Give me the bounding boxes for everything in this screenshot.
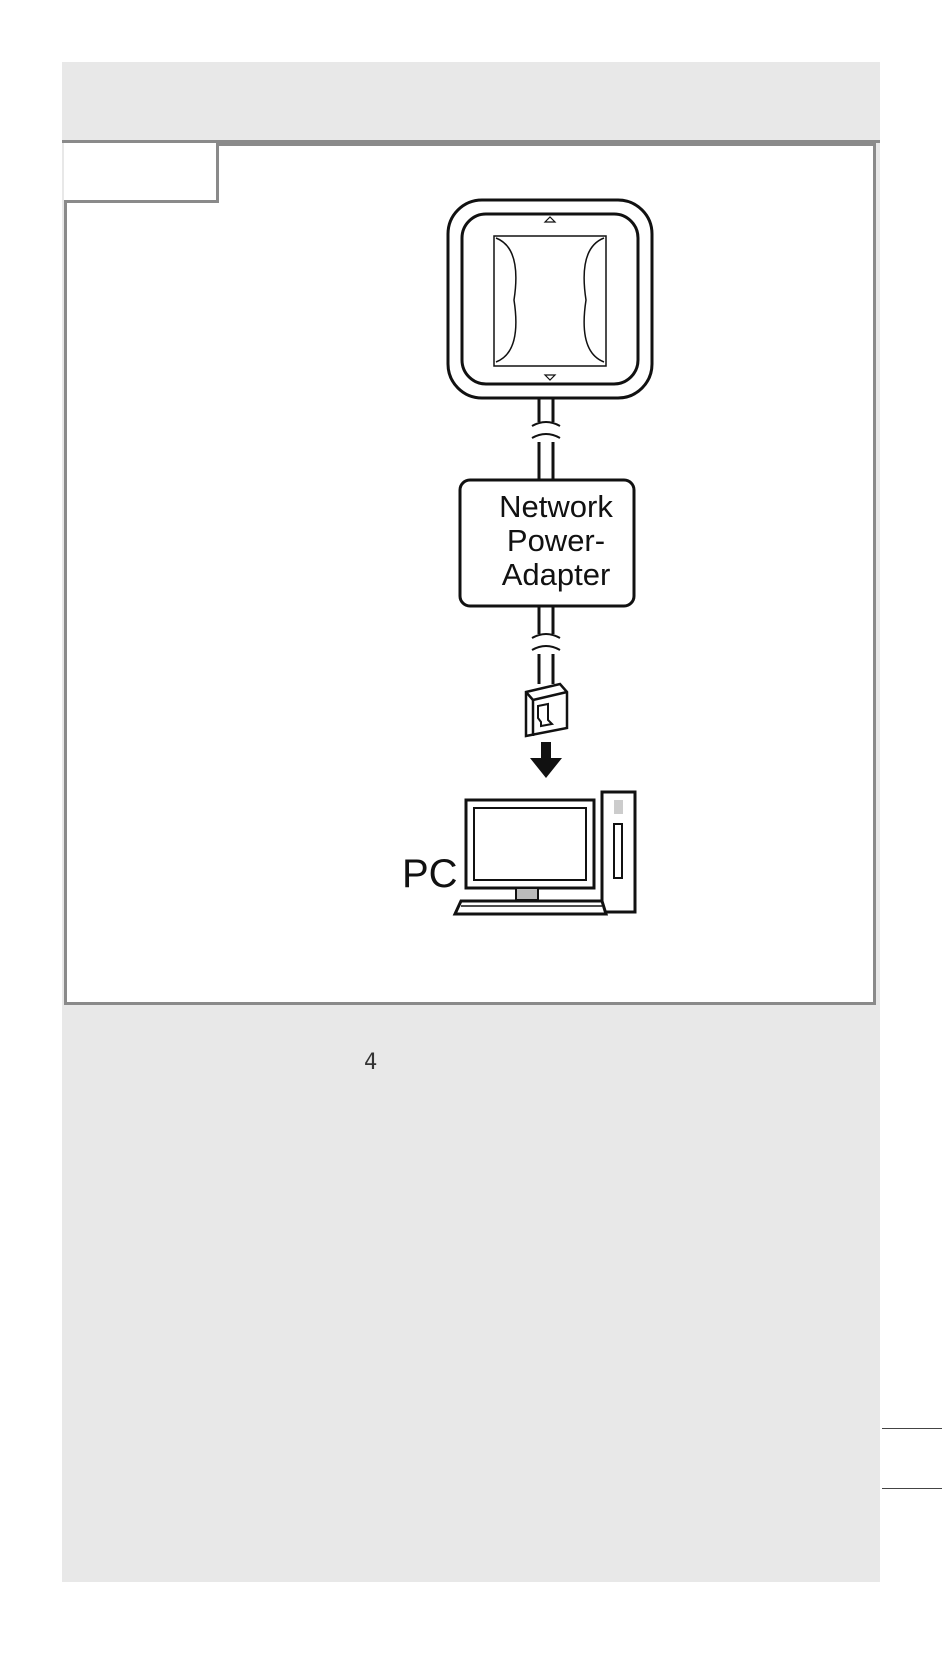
network-power-adapter-label: Network Power- Adapter bbox=[466, 490, 646, 592]
adapter-label-line2: Power- bbox=[466, 524, 646, 558]
pc-icon bbox=[455, 792, 635, 914]
adapter-label-line1: Network bbox=[466, 490, 646, 524]
lower-cable bbox=[532, 606, 560, 684]
adapter-label-line3: Adapter bbox=[466, 558, 646, 592]
margin-rule-upper bbox=[882, 1428, 942, 1429]
margin-rule-lower bbox=[882, 1488, 942, 1489]
upper-cable bbox=[532, 398, 560, 480]
pc-label: PC bbox=[402, 852, 458, 896]
page-mark: 4 bbox=[364, 1050, 377, 1075]
rj45-plug-icon bbox=[526, 684, 567, 736]
sensor-device-icon bbox=[448, 200, 652, 398]
down-arrow-icon bbox=[530, 742, 562, 778]
